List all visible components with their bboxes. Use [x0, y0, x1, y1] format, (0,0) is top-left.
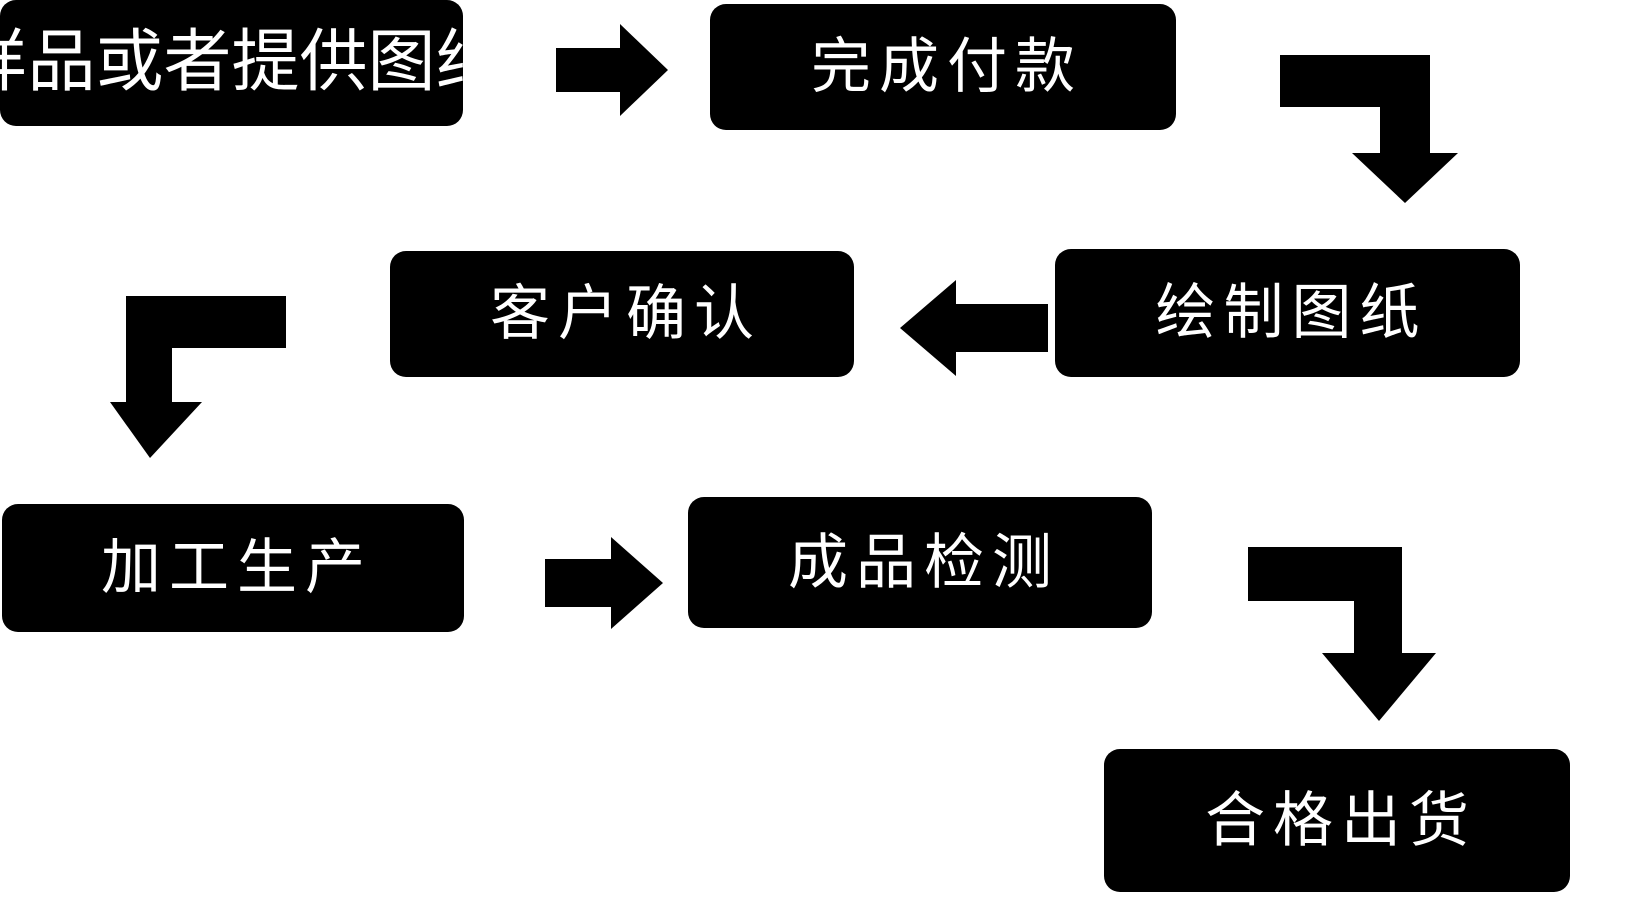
arrow-confirm-to-production: [110, 288, 296, 462]
flow-node-label: 样品或者提供图纸: [0, 23, 504, 102]
arrow-sample-to-payment: [548, 22, 672, 118]
flow-node-label: 合格出货: [1205, 785, 1477, 856]
flow-node-label: 客户确认: [490, 279, 762, 349]
arrow-production-to-inspection: [537, 535, 667, 631]
flow-node-confirm[interactable]: 客户确认: [390, 251, 854, 377]
flow-node-label: 绘制图纸: [1155, 278, 1428, 348]
arrow-payment-to-drawing: [1272, 45, 1462, 207]
flow-node-payment[interactable]: 完成付款: [710, 4, 1176, 130]
flow-node-label: 完成付款: [811, 32, 1083, 102]
flow-node-drawing[interactable]: 绘制图纸: [1055, 249, 1520, 377]
arrow-inspection-to-shipping: [1238, 535, 1452, 725]
flow-node-inspection[interactable]: 成品检测: [688, 497, 1152, 628]
flow-node-sample[interactable]: 样品或者提供图纸: [0, 0, 504, 126]
flow-node-production[interactable]: 加工生产: [2, 504, 464, 632]
flow-node-label: 加工生产: [101, 533, 373, 603]
flow-node-label: 成品检测: [788, 527, 1060, 598]
flow-node-shipping[interactable]: 合格出货: [1104, 749, 1570, 892]
arrow-drawing-to-confirm: [896, 278, 1056, 378]
